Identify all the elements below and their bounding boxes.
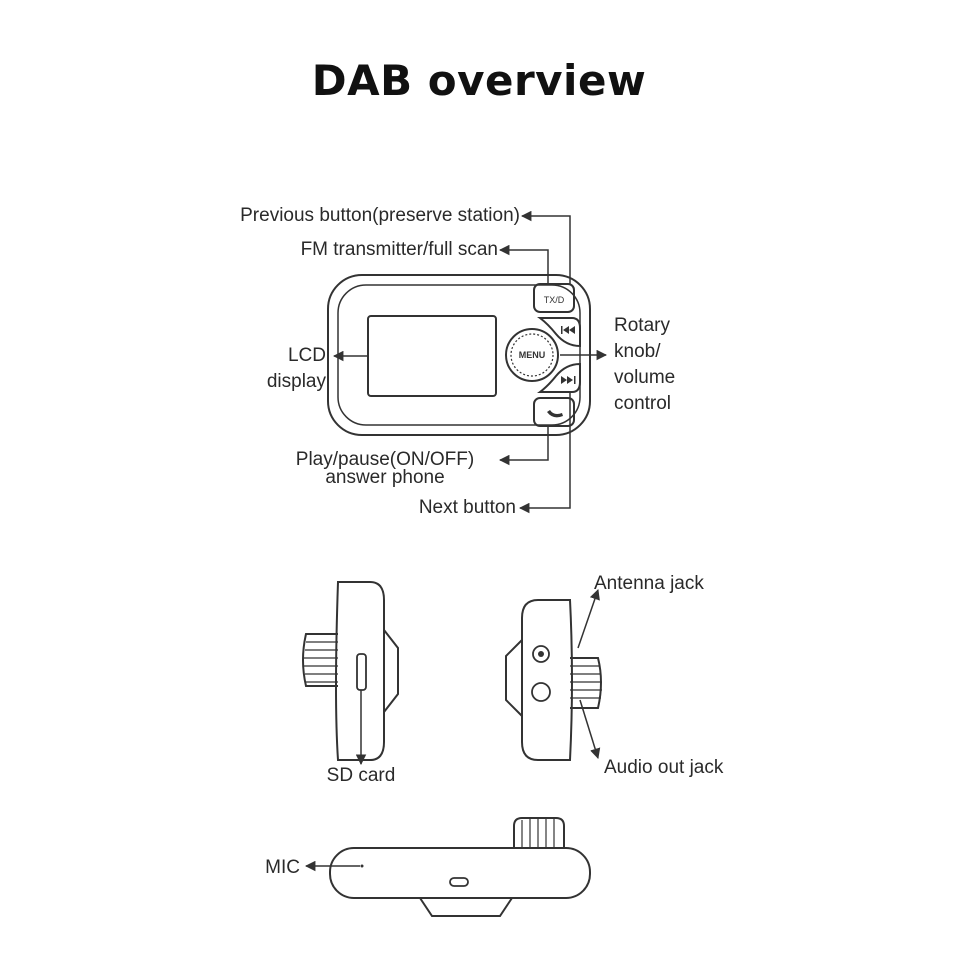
bottom-knob [513, 817, 565, 848]
play-button [533, 397, 575, 427]
rotary-knob [505, 328, 559, 382]
label-audio-out-jack: Audio out jack [604, 757, 724, 778]
label-control: control [614, 393, 672, 414]
label-previous-button: Previous button(preserve station) [240, 205, 520, 226]
mic-hole [360, 864, 364, 868]
lcd-screen [367, 315, 497, 397]
left-side-knob [302, 633, 338, 687]
label-antenna-jack: Antenna jack [594, 573, 704, 594]
label-knob: knob/ [614, 341, 661, 362]
next-track-icon [561, 376, 576, 384]
label-lcd-display: display [266, 371, 326, 392]
label-answer-phone: answer phone [325, 467, 445, 488]
bottom-port [449, 877, 469, 887]
bottom-body [329, 847, 591, 899]
front-leader-lines [332, 210, 608, 514]
label-rotary: Rotary [614, 315, 670, 336]
label-lcd: LCD [287, 345, 326, 366]
label-volume: volume [614, 367, 676, 388]
previous-key [537, 317, 581, 348]
tx-button [533, 283, 575, 313]
key-glyphs [547, 326, 576, 418]
tx-button-label: TX/D [544, 295, 565, 305]
phone-icon [547, 410, 563, 418]
diagram-title: DAB overview [311, 56, 647, 105]
bottom-view [329, 817, 591, 917]
label-sd-card: SD card [326, 765, 396, 786]
menu-label: MENU [519, 350, 546, 360]
label-mic: MIC [265, 857, 300, 878]
audio-out-jack [531, 682, 551, 702]
label-play-pause: Play/pause(ON/OFF) [295, 449, 475, 470]
antenna-jack [532, 645, 550, 663]
side-view-right [505, 599, 602, 761]
right-side-body [521, 599, 573, 761]
jack-leader-lines [577, 589, 601, 760]
label-fm-transmitter: FM transmitter/full scan [300, 239, 498, 260]
label-next-button: Next button [418, 497, 516, 518]
side-view-left [302, 581, 399, 761]
next-key [537, 362, 581, 393]
left-side-body [335, 581, 385, 761]
previous-track-icon [561, 326, 575, 334]
sd-slot [356, 653, 367, 691]
